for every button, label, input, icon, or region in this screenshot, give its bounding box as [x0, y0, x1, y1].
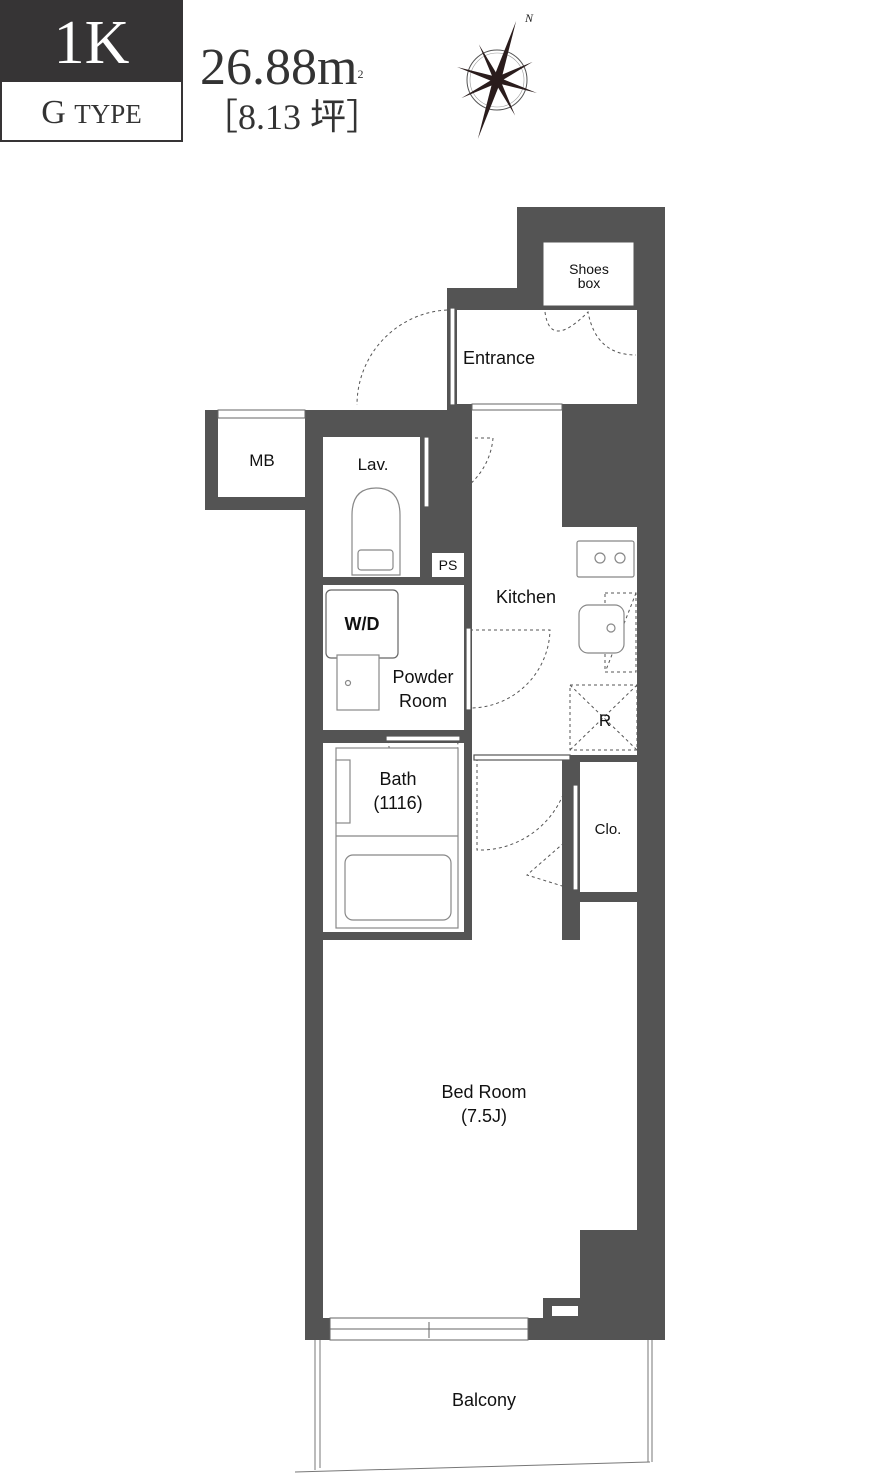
mb-opening: [217, 409, 306, 419]
rooms: [218, 241, 637, 1318]
mb-room: [218, 418, 305, 497]
balcony-outline: [294, 1340, 653, 1473]
type-word: TYPE: [74, 99, 142, 129]
lav-door-swing[interactable]: [426, 437, 494, 503]
area-info: 26.88m2 ［8.13 坪］: [200, 40, 382, 138]
kitchen-cabinet-door: [604, 592, 637, 673]
entrance-door[interactable]: [449, 307, 456, 406]
area-tsubo: ［8.13 坪］: [202, 97, 383, 137]
bedroom-door[interactable]: [473, 754, 571, 761]
powder-label-2: Room: [399, 691, 447, 711]
bedroom-door-swing[interactable]: [476, 757, 571, 851]
ps-room: [432, 553, 464, 577]
compass-north-label: N: [524, 11, 534, 25]
layout-label: 1K: [0, 0, 183, 82]
closet-label: Clo.: [595, 821, 622, 838]
powder-label-1: Powder: [392, 667, 453, 687]
closet-door-swing[interactable]: [525, 834, 576, 891]
bed-room-niche: [552, 1306, 578, 1316]
bathtub: [344, 854, 452, 921]
shoes-box-label-2: box: [578, 275, 601, 291]
closet-door[interactable]: [572, 784, 579, 891]
balcony-label: Balcony: [452, 1390, 516, 1410]
powder-door-swing[interactable]: [469, 629, 551, 709]
ps-label: PS: [439, 557, 458, 573]
type-letter: G: [41, 94, 66, 131]
bed-room: [323, 940, 637, 1318]
area-unit-sup: 2: [357, 67, 364, 81]
shoes-box-door-swing[interactable]: [544, 310, 637, 356]
bedroom-label-1: Bed Room: [441, 1082, 526, 1102]
unit-type-badge: 1K G TYPE: [0, 0, 183, 144]
bedroom-label-2: (7.5J): [461, 1106, 507, 1126]
mb-label: MB: [249, 451, 275, 470]
refrigerator-label: R: [599, 711, 611, 730]
wash-basin: [336, 654, 380, 711]
compass-icon: N: [457, 11, 537, 139]
entrance-step: [471, 403, 563, 411]
bath-label-2: (1116): [373, 793, 422, 813]
area-sqm: 26.88m: [200, 39, 358, 96]
type-label: G TYPE: [0, 82, 183, 142]
powder-door[interactable]: [465, 627, 472, 711]
lav-label: Lav.: [358, 455, 389, 474]
closet: [580, 762, 637, 892]
entrance-label: Entrance: [463, 348, 535, 368]
wd-label: W/D: [345, 614, 380, 634]
toilet-tank: [357, 549, 394, 571]
kitchen-label: Kitchen: [496, 587, 556, 607]
bath-label-1: Bath: [379, 769, 416, 789]
shoes-box-label-1: Shoes: [569, 261, 609, 277]
lav-door[interactable]: [423, 436, 430, 508]
entrance: [457, 310, 637, 404]
bath-door[interactable]: [385, 735, 461, 742]
kitchen-corridor: [472, 404, 562, 940]
shoes-box: [542, 241, 635, 307]
sink: [578, 604, 625, 654]
entrance-door-swing[interactable]: [356, 309, 448, 406]
closet-small: [580, 902, 637, 940]
